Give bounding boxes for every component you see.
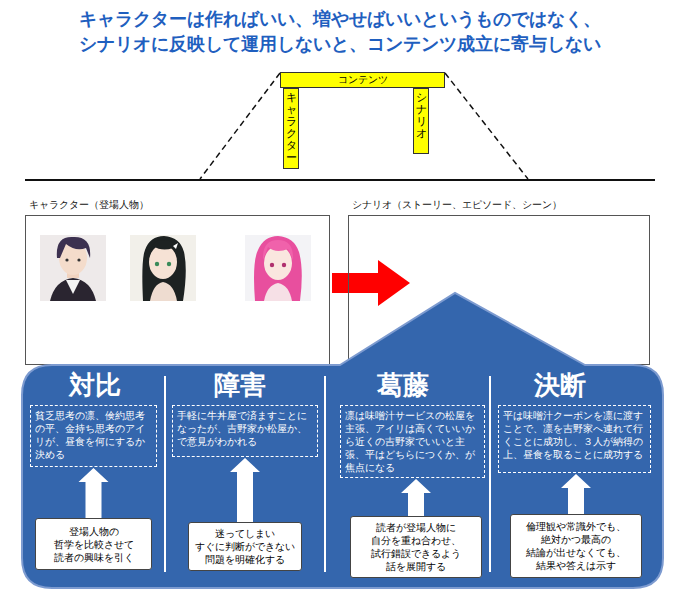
- box-text: キャラクター: [286, 92, 297, 165]
- character-pillar: キャラクター: [283, 88, 299, 169]
- column-heading: 障害: [195, 370, 285, 400]
- example-box: 手軽に牛丼屋で済ますことになったが、吉野家か松屋か、で意見がわかれる: [172, 405, 318, 457]
- purpose-box: 登場人物の 哲学を比較させて 読者の興味を引く: [35, 518, 152, 570]
- box-text: 読者が登場人物に 自分を重ね合わせ、 試行錯誤できるよう 話を展開する: [354, 521, 478, 573]
- title: キャラクターは作ればいい、増やせばいいというものではなく、 シナリオに反映して運…: [10, 6, 670, 56]
- column-divider: [324, 376, 326, 572]
- block-arrow: [79, 468, 109, 518]
- block-arrow: [561, 474, 591, 514]
- purpose-box: 迷ってしまい すぐに判断ができない 問題を明確化する: [188, 522, 302, 571]
- panel-heading: キャラクター（登場人物）: [29, 198, 149, 212]
- column-heading: 決断: [515, 370, 605, 400]
- example-box: 貧乏思考の凛、倹約思考の平、金持ち思考のアイリが、昼食を何にするか決める: [30, 405, 157, 467]
- block-arrow: [332, 260, 410, 306]
- purpose-box: 倫理観や常識外でも、 絶対かつ最高の 結論が出せなくても、 結果や答えは示す: [510, 514, 642, 578]
- box-text: 平は味噌汁クーポンを凛に渡すことで、凛を吉野家へ連れて行くことに成功し、３人が納…: [503, 409, 646, 461]
- example-box: 平は味噌汁クーポンを凛に渡すことで、凛を吉野家へ連れて行くことに成功し、３人が納…: [498, 405, 651, 473]
- scenario-pillar: シナリオ: [413, 88, 429, 154]
- box-text: 手軽に牛丼屋で済ますことになったが、吉野家か松屋か、で意見がわかれる: [177, 409, 313, 448]
- box-text: 迷ってしまい すぐに判断ができない 問題を明確化する: [192, 527, 298, 566]
- example-box: 凛は味噌汁サービスの松屋を主張、アイリは高くていいから近くの吉野家でいいと主張、…: [340, 405, 485, 478]
- portrait-boy: [40, 235, 106, 301]
- content-beam: コンテンツ: [280, 72, 445, 88]
- box-text: コンテンツ: [281, 73, 444, 87]
- column-heading: 対比: [50, 370, 140, 400]
- purpose-box: 読者が登場人物に 自分を重ね合わせ、 試行錯誤できるよう 話を展開する: [350, 516, 482, 578]
- column-divider: [164, 376, 166, 572]
- block-arrow: [230, 458, 260, 522]
- scenario-structure: 対比 障害 葛藤 決断貧乏思考の凛、倹約思考の平、金持ち思考のアイリが、昼食を何にする…: [20, 290, 665, 592]
- column-divider: [489, 376, 491, 572]
- box-text: 倫理観や常識外でも、 絶対かつ最高の 結論が出せなくても、 結果や答えは示す: [514, 520, 638, 572]
- character-panel: キャラクター（登場人物）: [25, 215, 330, 365]
- gate-ground: [25, 73, 655, 180]
- box-text: 凛は味噌汁サービスの松屋を主張、アイリは高くていいから近くの吉野家でいいと主張、…: [345, 409, 480, 474]
- box-text: 貧乏思考の凛、倹約思考の平、金持ち思考のアイリが、昼食を何にするか決める: [35, 409, 152, 461]
- portrait-girl-dark: [130, 235, 196, 301]
- box-text: シナリオ: [416, 92, 427, 150]
- box-text: 登場人物の 哲学を比較させて 読者の興味を引く: [39, 525, 148, 564]
- band-outline: [22, 293, 663, 588]
- panel-heading: シナリオ（ストーリー、エピソード、シーン）: [352, 198, 562, 212]
- block-arrow: [401, 479, 431, 516]
- portrait-girl-pink: [245, 235, 311, 301]
- column-heading: 葛藤: [358, 370, 448, 400]
